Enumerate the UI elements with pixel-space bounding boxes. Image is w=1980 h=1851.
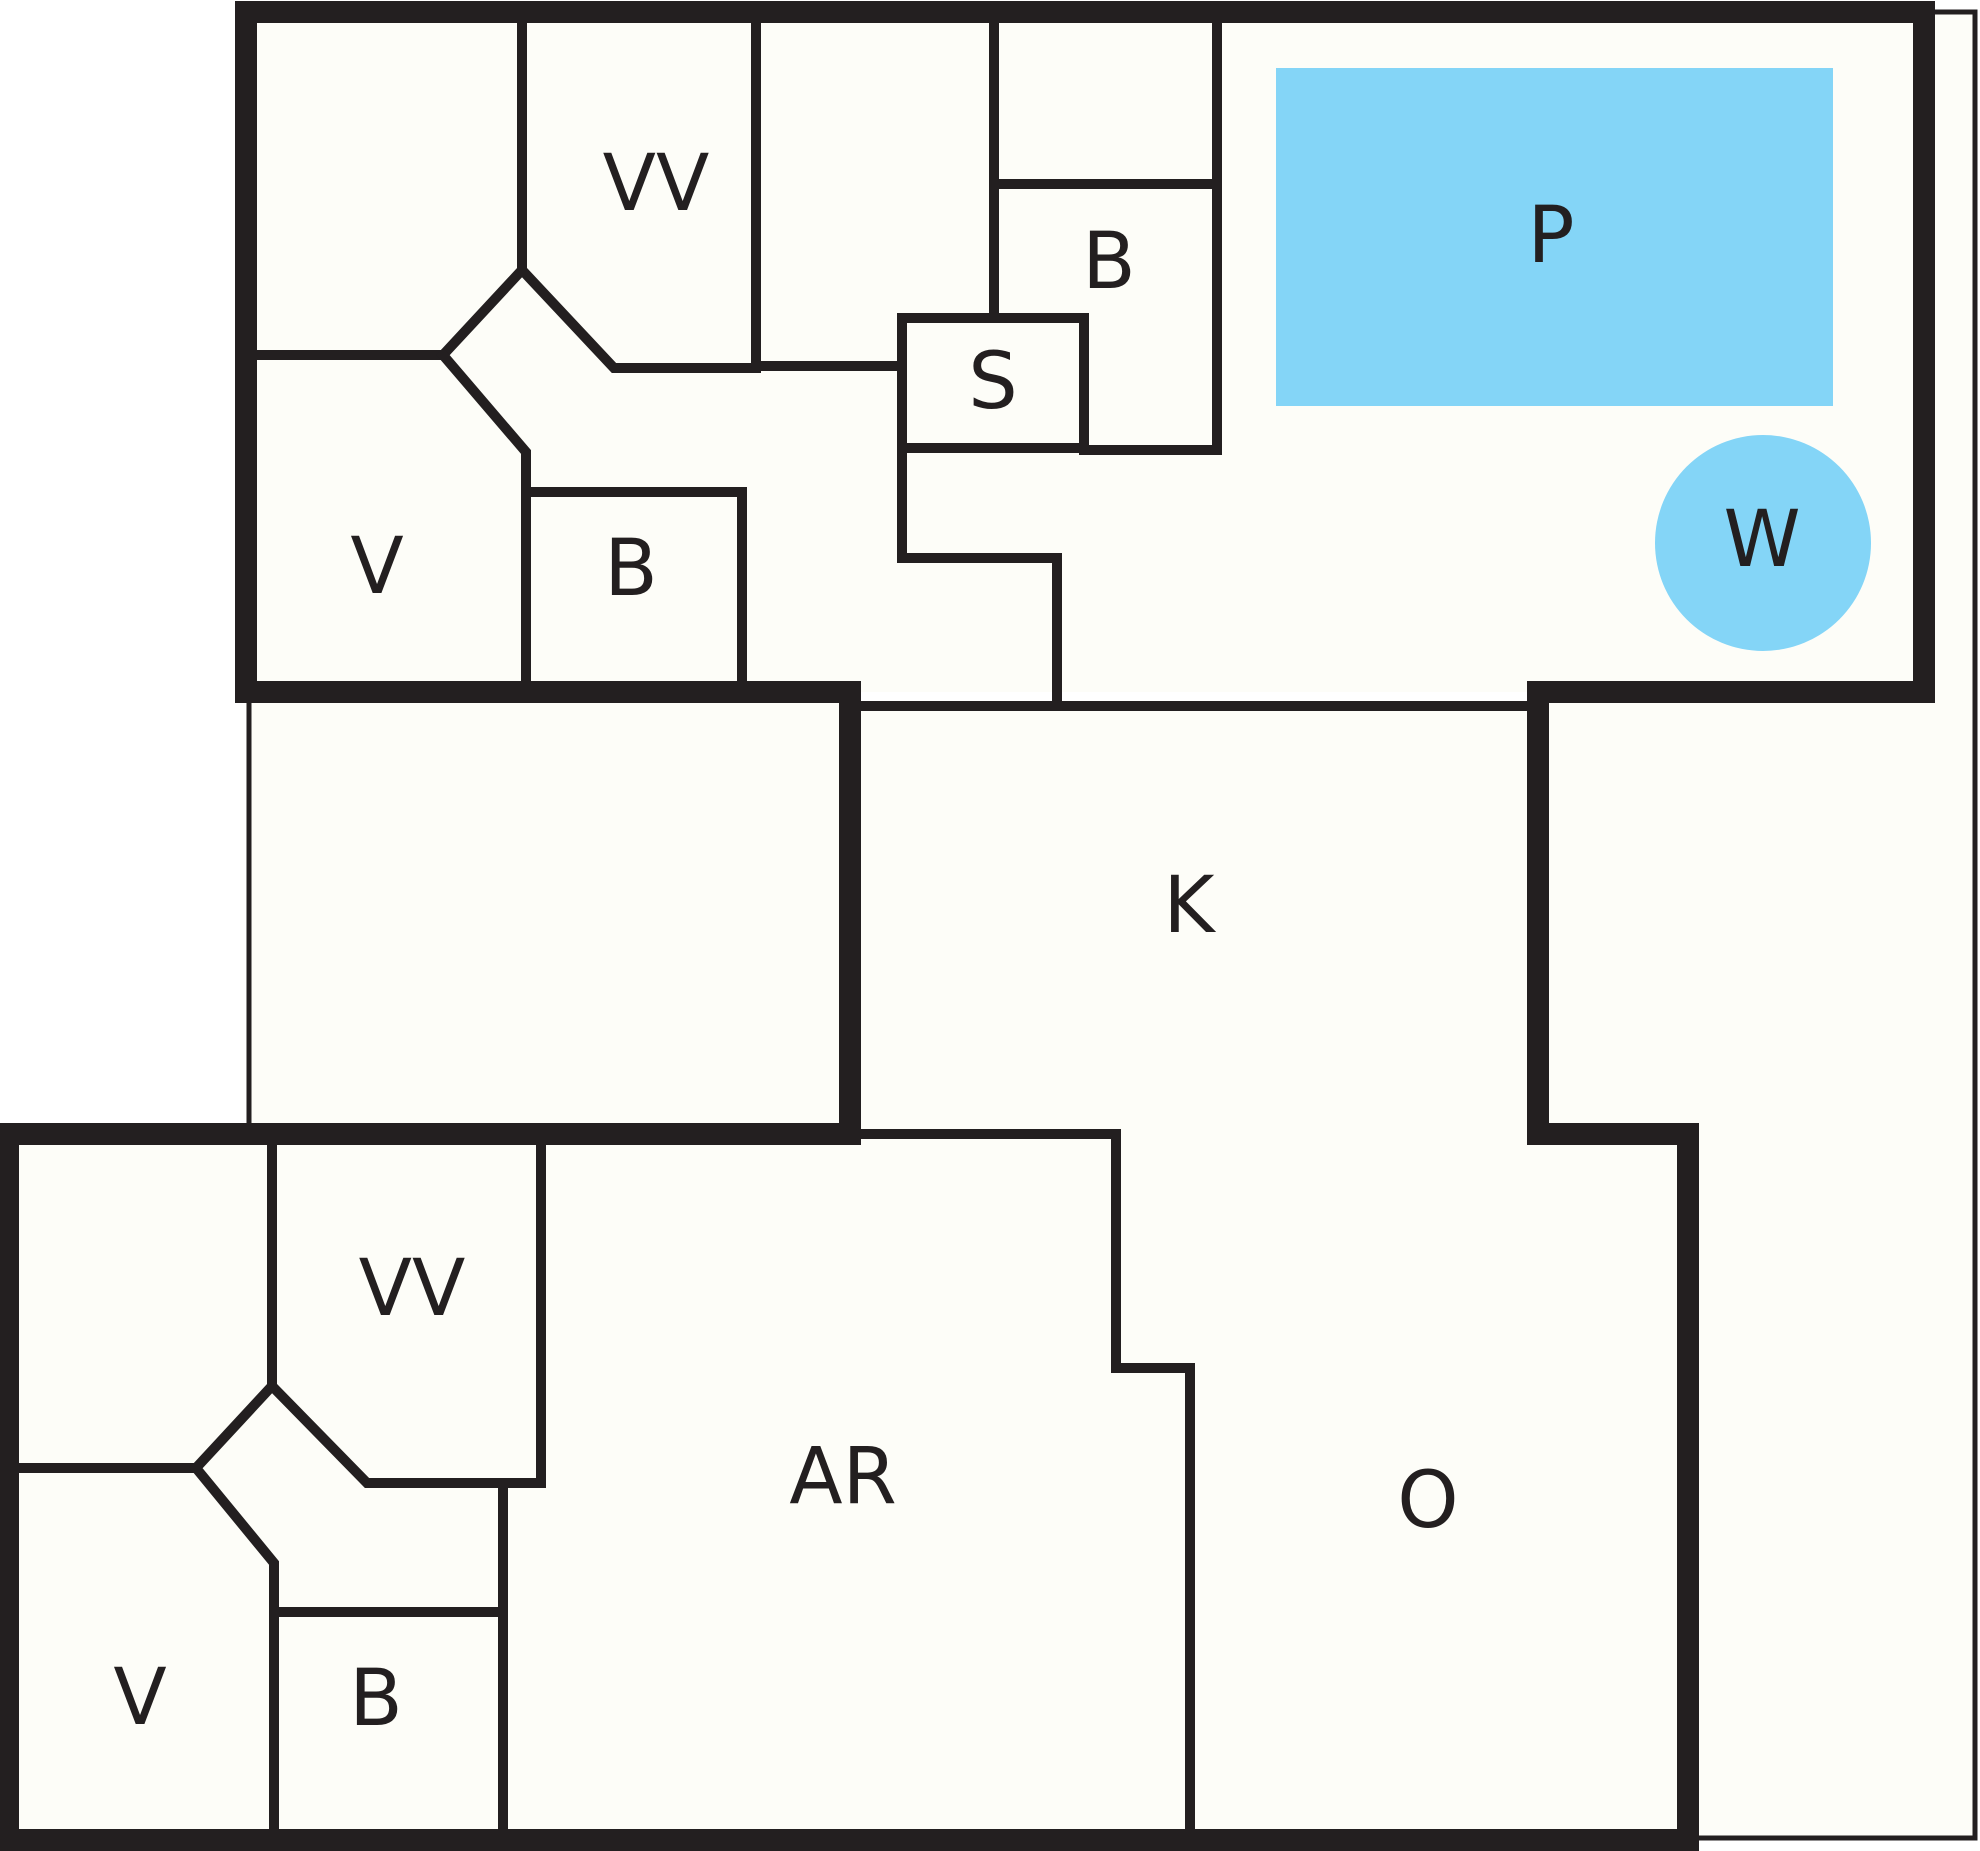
wall-lower-hall-diagonal: [3, 1129, 546, 1488]
label-upper-b-top: B: [1082, 217, 1136, 307]
whirlpool: [1655, 435, 1871, 651]
thin-walls: [246, 9, 1978, 1841]
terrace-outline-right: [1685, 9, 1978, 1841]
right-terrace-floor: [1538, 12, 1975, 1838]
label-pool: P: [1527, 191, 1574, 281]
label-upper-v: V: [350, 522, 403, 612]
label-upper-b-left: B: [604, 524, 658, 614]
wall-kitchen-ar: [845, 1129, 1195, 1845]
wall-upper-stair: [897, 443, 1062, 708]
label-lower-v: V: [113, 1653, 166, 1743]
label-lower-vv: VV: [359, 1244, 466, 1334]
wall-upper-b-left: [521, 487, 747, 697]
upper-interior-walls: [241, 7, 1543, 711]
pool: [1276, 68, 1833, 406]
kitchen-right-exterior-wall: [1527, 681, 1699, 1851]
room-labels: VV B S V B P W K VV AR O V B: [113, 139, 1800, 1744]
lower-floor: [8, 1134, 1688, 1840]
label-lower-b: B: [349, 1654, 403, 1744]
lower-exterior-wall: [0, 1123, 1699, 1851]
label-ar: AR: [789, 1432, 897, 1522]
label-kitchen: K: [1163, 861, 1216, 951]
wall-lower-v-room: [188, 1460, 279, 1845]
exterior-walls: [0, 1, 1935, 1851]
label-upper-s: S: [968, 337, 1018, 427]
middle-left-floor: [246, 692, 850, 1134]
label-whirlpool: W: [1723, 495, 1800, 585]
label-o: O: [1397, 1456, 1458, 1546]
wall-upper-s: [897, 313, 1089, 453]
wall-upper-hall-diagonal: [241, 7, 761, 373]
upper-exterior-wall: [235, 1, 1935, 703]
label-upper-vv: VV: [603, 139, 710, 229]
lower-interior-walls: [3, 1129, 1195, 1845]
